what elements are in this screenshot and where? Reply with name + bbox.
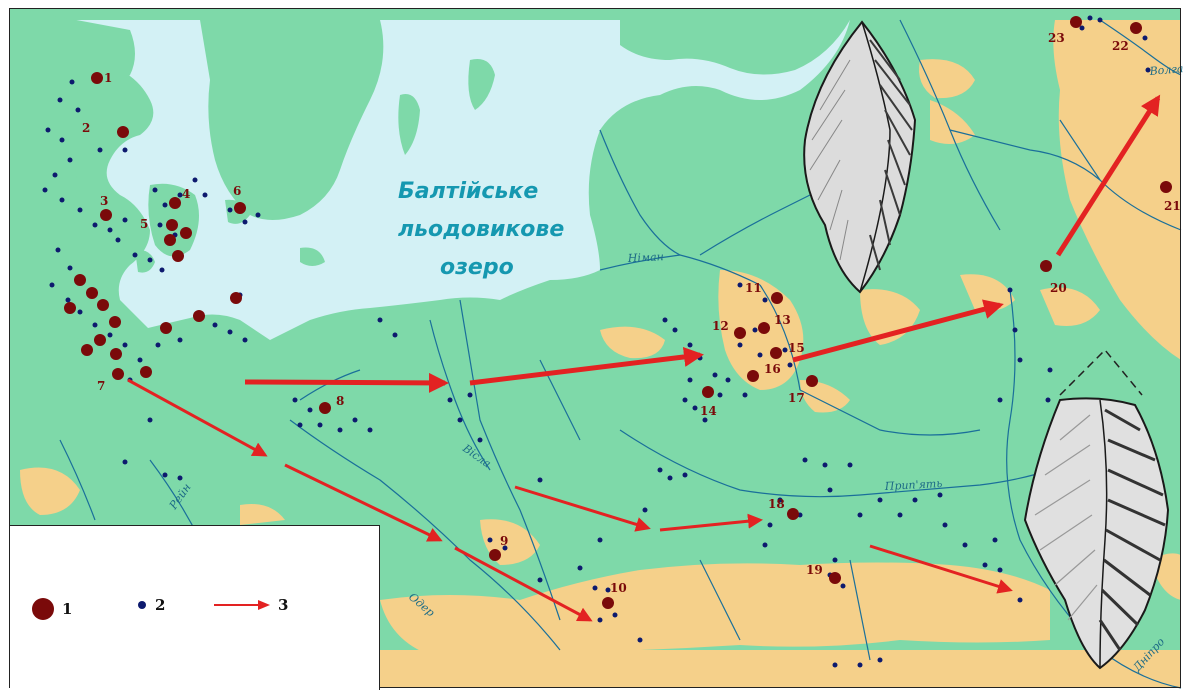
arrow-south-2 xyxy=(659,513,763,532)
site-label-13: 13 xyxy=(774,313,791,327)
site-label-7: 7 xyxy=(97,379,105,393)
site-label-10: 10 xyxy=(610,581,627,595)
site-label-3: 3 xyxy=(100,194,108,208)
arrow-to-volga xyxy=(1055,94,1161,257)
large-dot-icon xyxy=(32,598,54,620)
legend-item-finds: 2 xyxy=(135,596,165,614)
site-label-20: 20 xyxy=(1050,281,1067,295)
site-label-6: 6 xyxy=(233,184,241,198)
river-label-prypiat: Прип'ять xyxy=(883,477,942,493)
arrow-sw-2 xyxy=(284,463,443,542)
site-label-23: 23 xyxy=(1048,31,1065,45)
flint-point-illustration-top xyxy=(803,20,917,294)
legend-item-arrow: 3 xyxy=(212,596,288,614)
site-label-21: 21 xyxy=(1164,199,1181,213)
northern-land xyxy=(620,20,850,75)
site-label-19: 19 xyxy=(806,563,823,577)
site-label-14: 14 xyxy=(700,404,717,418)
island-c xyxy=(135,249,155,273)
site-label-2: 2 xyxy=(82,121,90,135)
site-label-22: 22 xyxy=(1112,39,1129,53)
arrow-neman-east xyxy=(792,299,1004,363)
site-label-12: 12 xyxy=(712,319,729,333)
site-label-8: 8 xyxy=(336,394,344,408)
legend-label-3: 3 xyxy=(278,596,289,614)
site-label-1: 1 xyxy=(104,71,112,85)
arrow-south-1 xyxy=(514,485,651,532)
rivers xyxy=(59,19,1182,689)
jutland xyxy=(12,8,160,347)
river-label-niman: Німан xyxy=(626,250,664,265)
arrow-sw-3 xyxy=(454,546,593,622)
arrow-icon xyxy=(214,600,270,610)
legend xyxy=(10,525,380,690)
site-label-17: 17 xyxy=(788,391,805,405)
lake-label-line-3: озеро xyxy=(440,255,514,280)
arrow-south-3 xyxy=(869,544,1013,594)
island-e xyxy=(468,59,495,110)
flint-point-illustration-right xyxy=(1023,348,1170,670)
site-label-15: 15 xyxy=(788,341,805,355)
lake-label-line-2: льодовикове xyxy=(398,217,564,242)
lake-label-line-1: Балтійське xyxy=(398,179,538,204)
river-label-volga: Волга xyxy=(1148,62,1184,78)
island-g xyxy=(300,247,325,266)
scandinavian-land xyxy=(200,20,384,220)
arrow-sw-1 xyxy=(127,378,268,457)
legend-label-1: 1 xyxy=(62,600,73,618)
site-label-11: 11 xyxy=(745,281,762,295)
island-f xyxy=(398,94,420,155)
main-sites xyxy=(64,16,1172,609)
site-number-labels: 1 2 3 4 5 6 7 8 9 10 11 12 13 14 15 16 1… xyxy=(82,31,1181,595)
site-label-16: 16 xyxy=(764,362,781,376)
site-label-9: 9 xyxy=(500,534,508,548)
small-dot-icon xyxy=(138,601,146,609)
legend-item-sites: 1 xyxy=(30,596,72,622)
arrow-baltic-center xyxy=(469,347,704,386)
legend-label-2: 2 xyxy=(155,596,166,614)
site-label-4: 4 xyxy=(182,187,190,201)
arrow-baltic-west xyxy=(244,372,449,393)
site-label-18: 18 xyxy=(768,497,785,511)
migration-arrows xyxy=(127,94,1161,622)
site-label-5: 5 xyxy=(140,217,148,231)
